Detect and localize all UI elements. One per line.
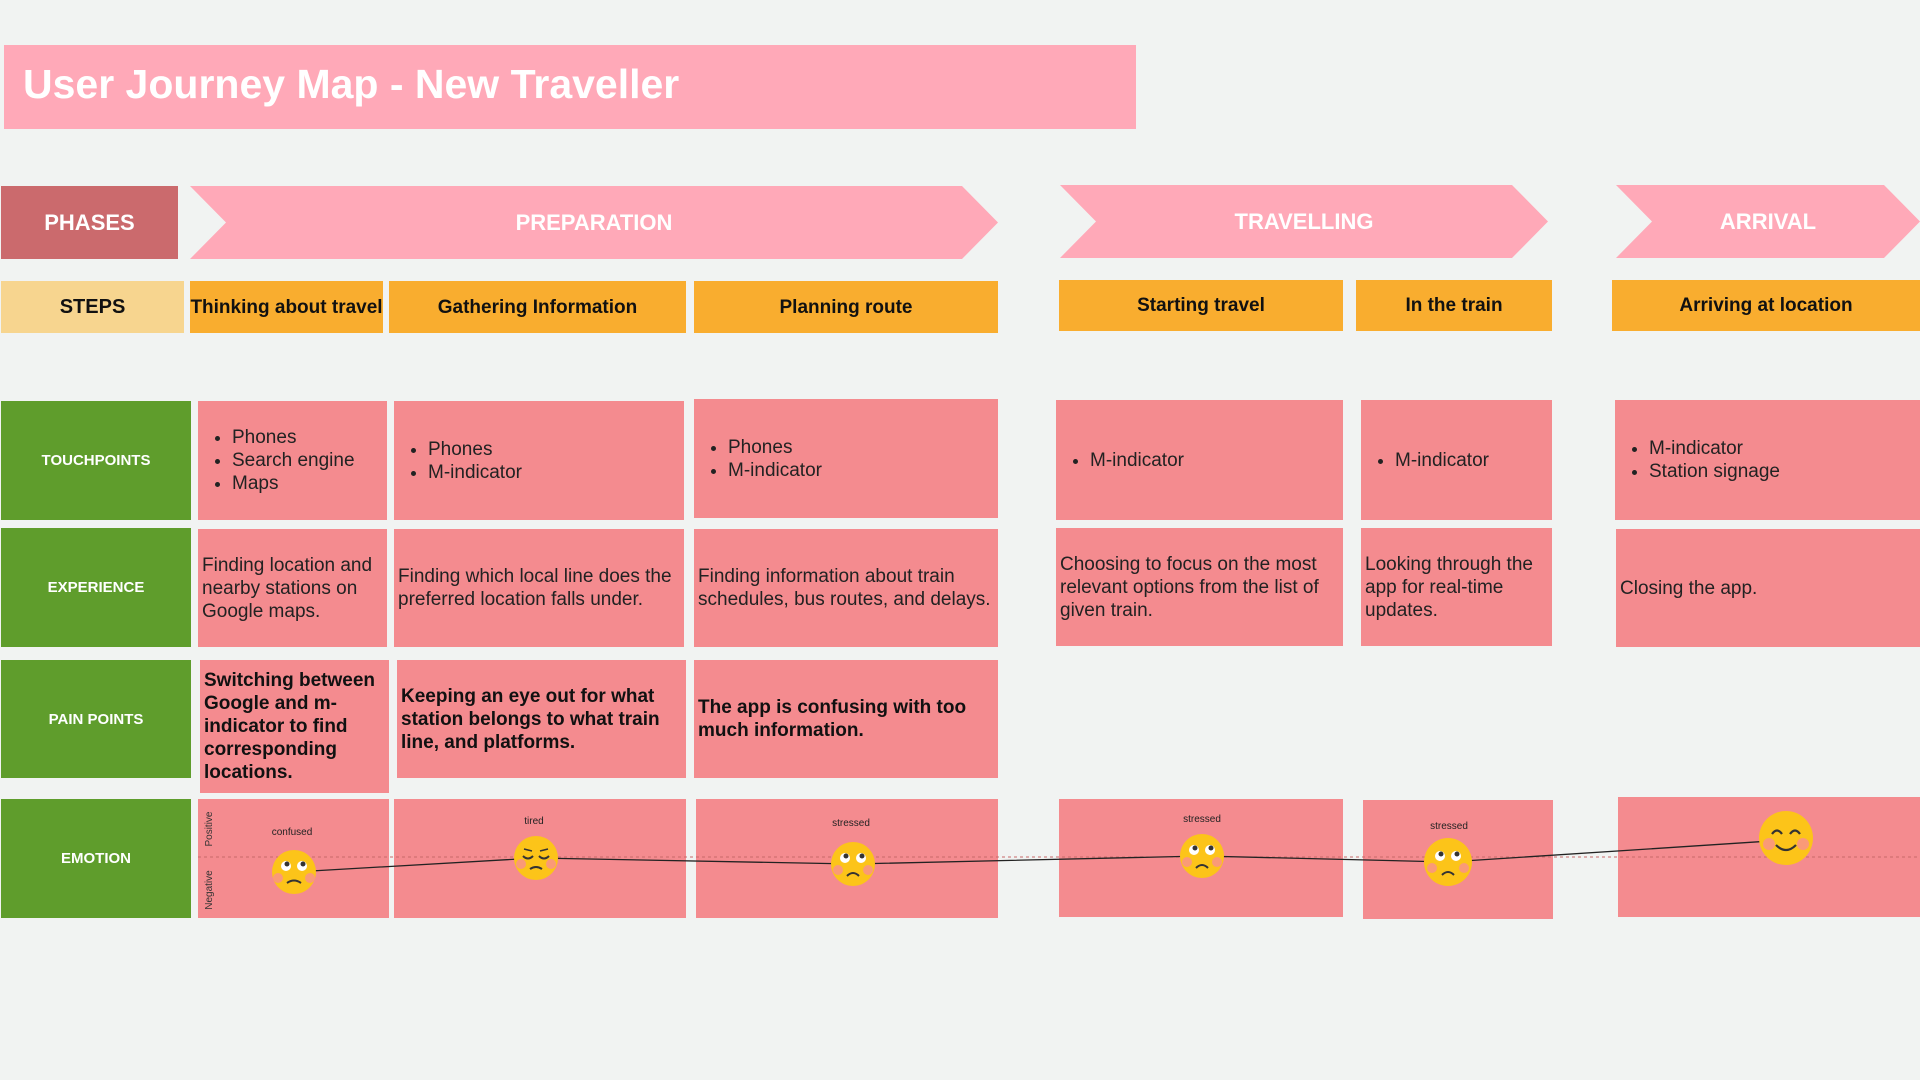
steps-label: STEPS [1, 281, 184, 333]
page-title: User Journey Map - New Traveller [4, 45, 1136, 129]
step-planning-route: Planning route [694, 281, 998, 333]
emotion-label-stressed: stressed [1183, 814, 1221, 825]
experience-card: Finding information about train schedule… [694, 529, 998, 647]
phase-travelling: TRAVELLING [1060, 185, 1548, 258]
experience-label: EXPERIENCE [1, 528, 191, 647]
emotion-label-stressed: stressed [1430, 821, 1468, 832]
list-item: M-indicator [1090, 449, 1184, 472]
list-item: Phones [428, 438, 522, 461]
happy-face-icon [1759, 811, 1813, 865]
step-arriving-at-location: Arriving at location [1612, 280, 1920, 331]
touchpoints-list: M-indicator [1361, 449, 1489, 472]
touchpoints-card: M-indicator Station signage [1615, 400, 1920, 520]
tired-face-icon [514, 836, 558, 880]
touchpoints-list: Phones Search engine Maps [198, 426, 355, 495]
step-gathering-information: Gathering Information [389, 281, 686, 333]
pain-point-card: The app is confusing with too much infor… [694, 660, 998, 778]
experience-card: Finding which local line does the prefer… [394, 529, 684, 647]
touchpoints-list: Phones M-indicator [394, 438, 522, 484]
touchpoints-card: Phones M-indicator [694, 399, 998, 518]
pain-points-label: PAIN POINTS [1, 660, 191, 778]
list-item: M-indicator [1395, 449, 1489, 472]
experience-text: Finding which local line does the prefer… [398, 566, 672, 610]
phase-preparation: PREPARATION [190, 186, 998, 259]
stressed-face-icon [1424, 838, 1472, 886]
touchpoints-card: M-indicator [1361, 400, 1552, 520]
pain-point-card: Switching between Google and m-indicator… [200, 660, 389, 793]
pain-point-card: Keeping an eye out for what station belo… [397, 660, 686, 778]
list-item: Search engine [232, 449, 355, 472]
list-item: M-indicator [728, 459, 822, 482]
experience-card: Closing the app. [1616, 529, 1920, 647]
list-item: M-indicator [1649, 437, 1780, 460]
emotion-label-confused: confused [271, 827, 313, 838]
emotion-label-tired: tired [524, 816, 544, 827]
emotion-label-stressed: stressed [832, 818, 870, 829]
experience-card: Finding location and nearby stations on … [198, 529, 387, 647]
touchpoints-list: M-indicator Station signage [1615, 437, 1780, 483]
list-item: Maps [232, 472, 355, 495]
stressed-face-icon [1180, 834, 1224, 878]
experience-card: Looking through the app for real-time up… [1361, 528, 1552, 646]
experience-text: Closing the app. [1620, 577, 1758, 599]
confused-face-icon [272, 850, 316, 894]
list-item: Station signage [1649, 460, 1780, 483]
touchpoints-label: TOUCHPOINTS [1, 401, 191, 520]
touchpoints-card: Phones M-indicator [394, 401, 684, 520]
phase-arrival: ARRIVAL [1616, 185, 1920, 258]
experience-text: Finding location and nearby stations on … [202, 554, 373, 622]
list-item: Phones [728, 436, 822, 459]
emotion-label: EMOTION [1, 799, 191, 918]
list-item: M-indicator [428, 461, 522, 484]
stressed-face-icon [831, 842, 875, 886]
experience-text: Looking through the app for real-time up… [1365, 553, 1533, 621]
touchpoints-card: Phones Search engine Maps [198, 401, 387, 520]
touchpoints-list: Phones M-indicator [694, 436, 822, 482]
step-thinking-about-travel: Thinking about travel [190, 281, 383, 333]
emotion-line [293, 839, 1787, 873]
touchpoints-list: M-indicator [1056, 449, 1184, 472]
phases-label: PHASES [1, 186, 178, 259]
touchpoints-card: M-indicator [1056, 400, 1343, 520]
experience-text: Choosing to focus on the most relevant o… [1060, 553, 1319, 621]
step-in-the-train: In the train [1356, 280, 1552, 331]
experience-text: Finding information about train schedule… [698, 566, 991, 610]
step-starting-travel: Starting travel [1059, 280, 1343, 331]
list-item: Phones [232, 426, 355, 449]
experience-card: Choosing to focus on the most relevant o… [1056, 528, 1343, 646]
